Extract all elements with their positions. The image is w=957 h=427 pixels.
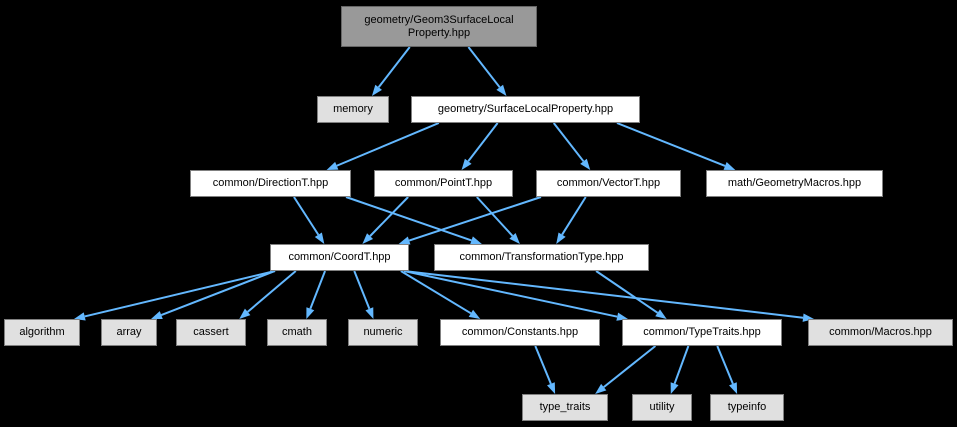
graph-arrowhead-directiont-to-transftype (470, 236, 482, 245)
graph-node-utility[interactable]: utility (632, 394, 692, 421)
graph-edge-root-to-memory (377, 46, 411, 88)
graph-edge-coordt-to-array (160, 270, 276, 316)
graph-node-geommacros[interactable]: math/GeometryMacros.hpp (706, 170, 883, 197)
graph-node-macros[interactable]: common/Macros.hpp (808, 319, 953, 346)
graph-arrowhead-coordt-to-cassert (239, 308, 251, 319)
graph-arrowhead-constants-to-type_traits (547, 382, 556, 394)
graph-arrowhead-vectort-to-coordt (398, 236, 411, 245)
graph-arrowhead-pointt-to-coordt (362, 233, 374, 244)
graph-arrowhead-typetraits-to-type_traits (595, 383, 607, 394)
graph-node-vectort[interactable]: common/VectorT.hpp (536, 170, 681, 197)
graph-edge-vectort-to-coordt (408, 196, 542, 242)
graph-arrowhead-coordt-to-numeric (365, 307, 374, 319)
graph-node-typeinfo[interactable]: typeinfo (710, 394, 784, 421)
graph-edge-directiont-to-coordt (293, 196, 320, 236)
graph-arrowhead-root-to-memory (371, 84, 382, 96)
graph-arrowhead-root-to-surfaceprop (496, 84, 507, 96)
graph-edge-pointt-to-coordt (369, 196, 409, 237)
graph-arrowhead-vectort-to-transftype (556, 232, 566, 244)
graph-node-memory[interactable]: memory (317, 96, 389, 123)
graph-arrowhead-coordt-to-cmath (306, 307, 315, 319)
graph-node-cassert[interactable]: cassert (176, 319, 246, 346)
graph-arrowhead-surfaceprop-to-pointt (461, 158, 472, 170)
graph-arrowhead-coordt-to-macros (802, 313, 814, 322)
graph-arrowhead-coordt-to-algorithm (74, 312, 86, 321)
graph-edge-coordt-to-cassert (247, 270, 297, 313)
graph-arrowhead-typetraits-to-utility (670, 382, 679, 394)
graph-edge-surfaceprop-to-vectort (552, 122, 585, 162)
graph-arrowhead-pointt-to-transftype (509, 233, 520, 244)
graph-edge-vectort-to-transftype (561, 196, 587, 236)
graph-node-constants[interactable]: common/Constants.hpp (440, 319, 600, 346)
graph-node-root[interactable]: geometry/Geom3SurfaceLocal Property.hpp (341, 6, 537, 47)
graph-edge-typetraits-to-type_traits (603, 345, 657, 388)
graph-edge-transftype-to-typetraits (595, 270, 659, 314)
graph-node-cmath[interactable]: cmath (267, 319, 327, 346)
graph-arrowhead-typetraits-to-typeinfo (729, 382, 738, 394)
graph-arrowhead-surfaceprop-to-vectort (580, 158, 591, 170)
graph-edge-pointt-to-transftype (476, 196, 514, 237)
graph-edge-coordt-to-algorithm (84, 270, 276, 318)
graph-edge-coordt-to-numeric (353, 270, 371, 310)
graph-node-array[interactable]: array (101, 319, 157, 346)
graph-edge-surfaceprop-to-geommacros (616, 122, 726, 167)
graph-edge-coordt-to-constants (400, 270, 472, 315)
graph-node-pointt[interactable]: common/PointT.hpp (374, 170, 513, 197)
graph-edge-coordt-to-typetraits (403, 270, 618, 318)
graph-arrowhead-transftype-to-typetraits (655, 309, 667, 319)
graph-arrowhead-directiont-to-coordt (314, 232, 325, 244)
graph-node-numeric[interactable]: numeric (348, 319, 418, 346)
graph-edge-coordt-to-macros (403, 270, 804, 319)
graph-node-directiont[interactable]: common/DirectionT.hpp (190, 170, 351, 197)
graph-edge-constants-to-type_traits (534, 345, 552, 385)
graph-edge-coordt-to-cmath (309, 270, 326, 310)
graph-edge-root-to-surfaceprop (467, 46, 501, 88)
graph-arrowhead-coordt-to-typetraits (616, 312, 628, 321)
graph-edge-typetraits-to-typeinfo (716, 345, 734, 385)
graph-node-surfaceprop[interactable]: geometry/SurfaceLocalProperty.hpp (411, 96, 640, 123)
graph-edge-directiont-to-transftype (345, 196, 472, 242)
graph-node-type_traits[interactable]: type_traits (522, 394, 608, 421)
graph-node-typetraits[interactable]: common/TypeTraits.hpp (622, 319, 782, 346)
graph-edge-surfaceprop-to-directiont (336, 122, 440, 167)
graph-edge-surfaceprop-to-pointt (467, 122, 499, 162)
graph-edge-typetraits-to-utility (673, 345, 690, 385)
graph-arrowhead-surfaceprop-to-geommacros (723, 162, 736, 170)
graph-arrowhead-coordt-to-array (151, 311, 163, 319)
graph-node-transftype[interactable]: common/TransformationType.hpp (434, 244, 649, 271)
graph-arrowhead-coordt-to-constants (468, 309, 481, 319)
graph-node-algorithm[interactable]: algorithm (4, 319, 80, 346)
graph-node-coordt[interactable]: common/CoordT.hpp (270, 244, 409, 271)
graph-arrowhead-surfaceprop-to-directiont (326, 161, 339, 170)
